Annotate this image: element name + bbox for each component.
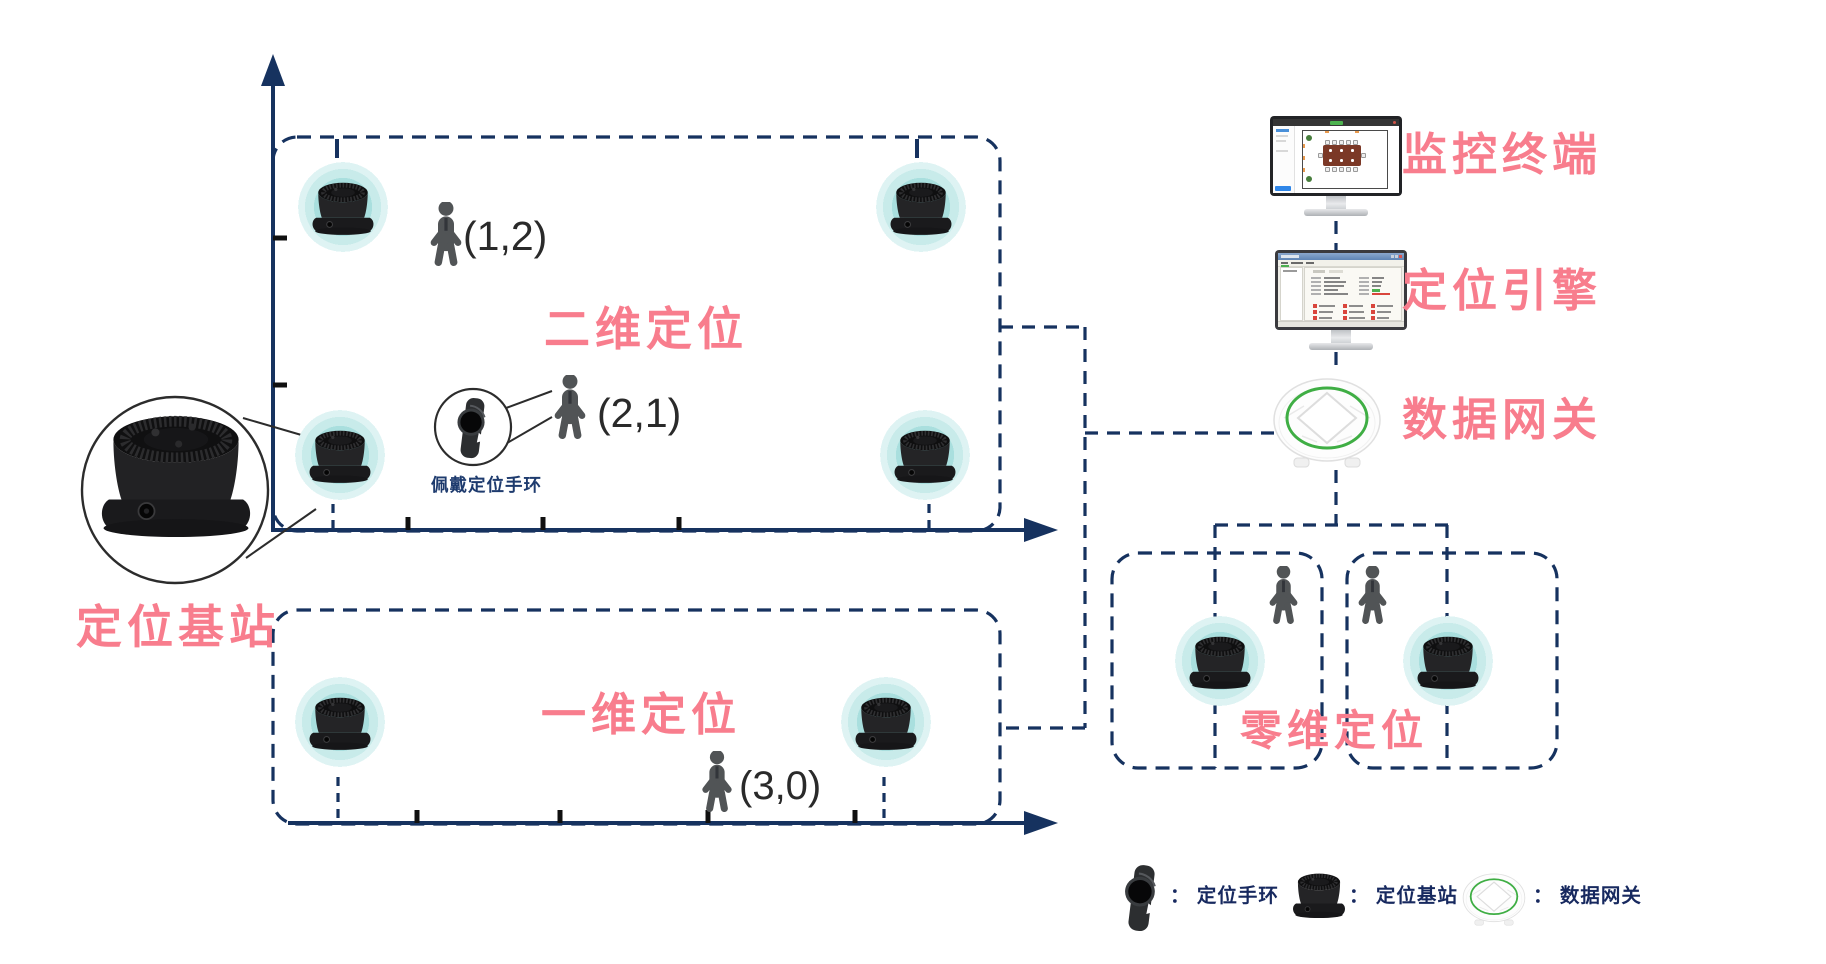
start-button: [1330, 120, 1343, 125]
base-station: [284, 399, 396, 511]
monitor-terminal-display: [1273, 119, 1399, 193]
app-sidebar: [1273, 126, 1295, 193]
monitor-base: [1309, 343, 1373, 350]
engine-display: [1278, 253, 1404, 327]
wristband-icon: [1117, 864, 1165, 937]
chair: [1353, 140, 1358, 145]
anchor-marker: [1355, 131, 1359, 133]
person-icon: [424, 202, 468, 266]
coord-label-3: (3,0): [739, 764, 822, 808]
chair: [1325, 140, 1330, 145]
minimize-button: [1391, 255, 1394, 258]
alert-icon: [1393, 121, 1396, 124]
legend-station-label: ： 定位基站: [1349, 885, 1458, 907]
legend-wristband-label: ： 定位手环: [1170, 885, 1279, 907]
plant-marker: [1306, 176, 1312, 182]
sidebar-link: [1276, 129, 1289, 132]
gateway-icon: [1462, 872, 1526, 931]
chair: [1339, 167, 1344, 172]
one-d-zone-label: 一维定位: [541, 689, 742, 740]
monitor-screen: [1275, 250, 1407, 330]
chair: [1361, 153, 1366, 158]
axis-y-arrowhead: [261, 54, 285, 86]
chair: [1346, 140, 1351, 145]
chair: [1332, 140, 1337, 145]
status-bar: [1278, 321, 1404, 327]
base-station: [1392, 605, 1504, 717]
status-ok-badge: [1372, 289, 1380, 292]
base-station-callout-label: 定位基站: [76, 601, 280, 653]
maximize-button: [1395, 255, 1398, 258]
wristband-callout-label: 佩戴定位手环: [431, 475, 542, 495]
two-d-zone-label: 二维定位: [544, 303, 748, 355]
anchor-marker: [1303, 144, 1305, 148]
axis-x-bottom-arrowhead: [1024, 811, 1058, 835]
base-station: [1164, 605, 1276, 717]
legend-gateway-label: ： 数据网关: [1533, 885, 1642, 907]
person-icon: [548, 375, 592, 439]
base-station-zoomed: [91, 402, 261, 559]
gateway-label: 数据网关: [1402, 394, 1603, 445]
base-station: [287, 151, 399, 263]
menu-bar: [1278, 260, 1404, 268]
monitor-stand: [1326, 196, 1346, 209]
monitor-terminal-label: 监控终端: [1402, 129, 1603, 180]
chair: [1346, 167, 1351, 172]
zero-d-zone-1-border: [1110, 551, 1324, 770]
person-icon: [1353, 566, 1392, 624]
coord-label-2: (2,1): [597, 390, 682, 436]
chair: [1318, 153, 1323, 158]
zero-d-zone-2-border: [1345, 551, 1559, 770]
meeting-table: [1323, 145, 1361, 166]
sidebar-button: [1275, 186, 1291, 191]
coord-label-1: (1,2): [463, 213, 548, 259]
base-station-icon: [1290, 869, 1348, 928]
device-list-panel: [1280, 267, 1303, 321]
monitor-terminal: [1270, 116, 1402, 216]
chair: [1332, 167, 1337, 172]
anchor-marker: [1303, 168, 1305, 172]
plant-marker: [1306, 135, 1312, 141]
monitor-base: [1304, 209, 1368, 216]
room-outline: [1302, 130, 1388, 189]
axis-ticks: [273, 235, 858, 823]
floorplan-canvas: [1295, 126, 1399, 193]
chair: [1339, 140, 1344, 145]
engine-label: 定位引擎: [1402, 265, 1603, 316]
sidebar-row: [1276, 135, 1288, 137]
person-icon: [696, 751, 738, 812]
monitor-screen: [1270, 116, 1402, 196]
chair: [1325, 167, 1330, 172]
base-station: [865, 151, 977, 263]
base-station: [830, 666, 942, 778]
connect-button: [1281, 264, 1289, 268]
anchor-marker: [1303, 156, 1305, 160]
monitor-stand: [1331, 330, 1351, 343]
detail-panel: [1304, 267, 1402, 321]
base-station: [284, 666, 396, 778]
person-icon: [1264, 566, 1303, 624]
axes: [261, 54, 1058, 835]
window-titlebar: [1278, 253, 1404, 260]
zero-d-zone-label: 零维定位: [1240, 707, 1429, 754]
close-button: [1399, 255, 1402, 258]
anchor-marker: [1325, 131, 1329, 133]
chair: [1353, 167, 1358, 172]
sidebar-row: [1276, 140, 1286, 142]
engine-monitor: [1275, 250, 1407, 350]
sidebar-row: [1276, 150, 1288, 152]
axis-x-top-arrowhead: [1024, 518, 1058, 542]
base-station: [869, 399, 981, 511]
app-topbar: [1273, 119, 1399, 126]
wristband-icon: [449, 397, 495, 464]
gateway-device: [1272, 376, 1382, 473]
